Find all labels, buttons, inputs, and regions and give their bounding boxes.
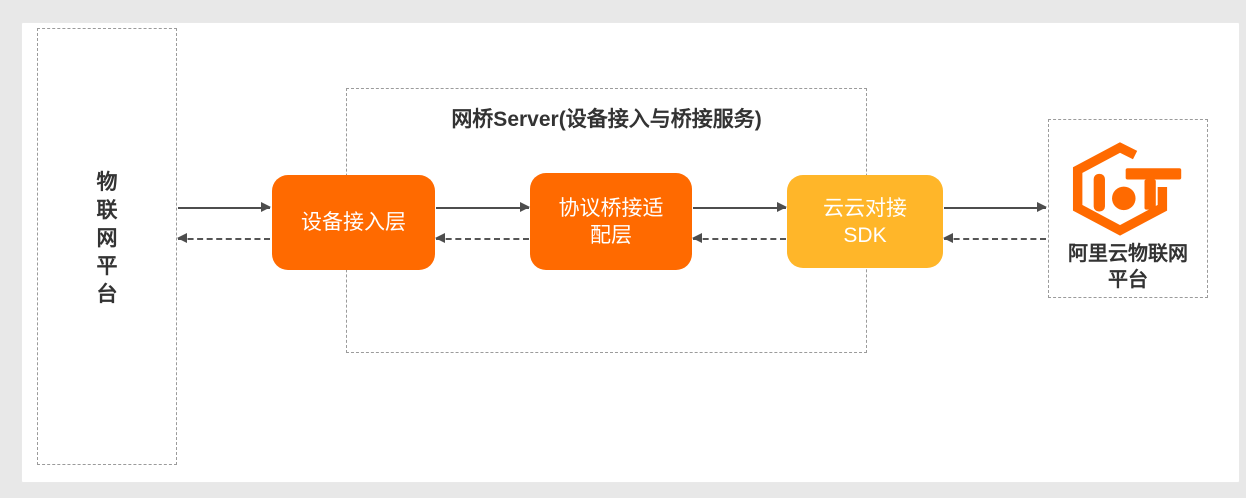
- cloud-cloud-sdk-label-line2: SDK: [843, 223, 887, 247]
- aliyun-iot-platform-label: 阿里云物联网 平台: [1068, 241, 1188, 293]
- iot-platform-label-char: 物: [96, 170, 118, 194]
- protocol-bridge-adapter-label-line1: 协议桥接适: [558, 196, 664, 220]
- iot-platform-label-char: 联: [96, 198, 118, 222]
- back-arrow-access-to-iot: [177, 233, 270, 243]
- cloud-cloud-sdk-label-line1: 云云对接: [823, 196, 907, 220]
- iot-platform-box: 物 联 网 平 台: [37, 28, 177, 465]
- back-arrow-adapter-to-access: [435, 233, 529, 243]
- back-arrow-sdk-to-adapter: [692, 233, 786, 243]
- iot-platform-label: 物 联 网 平 台: [97, 169, 118, 309]
- bridge-server-title: 网桥Server(设备接入与桥接服务): [451, 108, 762, 131]
- aliyun-iot-platform-label-line2: 平台: [1108, 269, 1148, 291]
- protocol-bridge-adapter-label-line2: 配层: [590, 223, 632, 247]
- aliyun-iot-logo-icon: [1071, 140, 1186, 236]
- back-arrow-aliyun-to-sdk: [943, 233, 1046, 243]
- cloud-cloud-sdk-box: 云云对接 SDK: [787, 175, 943, 268]
- iot-platform-label-char: 平: [96, 254, 118, 278]
- device-access-layer-label: 设备接入层: [301, 211, 406, 234]
- forward-arrow-access-to-adapter: [436, 202, 530, 212]
- protocol-bridge-adapter-box: 协议桥接适 配层: [530, 173, 692, 270]
- iot-platform-label-char: 台: [96, 282, 118, 306]
- forward-arrow-adapter-to-sdk: [693, 202, 787, 212]
- device-access-layer-box: 设备接入层: [272, 175, 435, 270]
- forward-arrow-iot-to-access: [178, 202, 271, 212]
- forward-arrow-sdk-to-aliyun: [944, 202, 1047, 212]
- aliyun-iot-platform-box: 阿里云物联网 平台: [1048, 119, 1208, 298]
- aliyun-iot-platform-label-line1: 阿里云物联网: [1068, 243, 1188, 265]
- iot-platform-label-char: 网: [96, 226, 118, 250]
